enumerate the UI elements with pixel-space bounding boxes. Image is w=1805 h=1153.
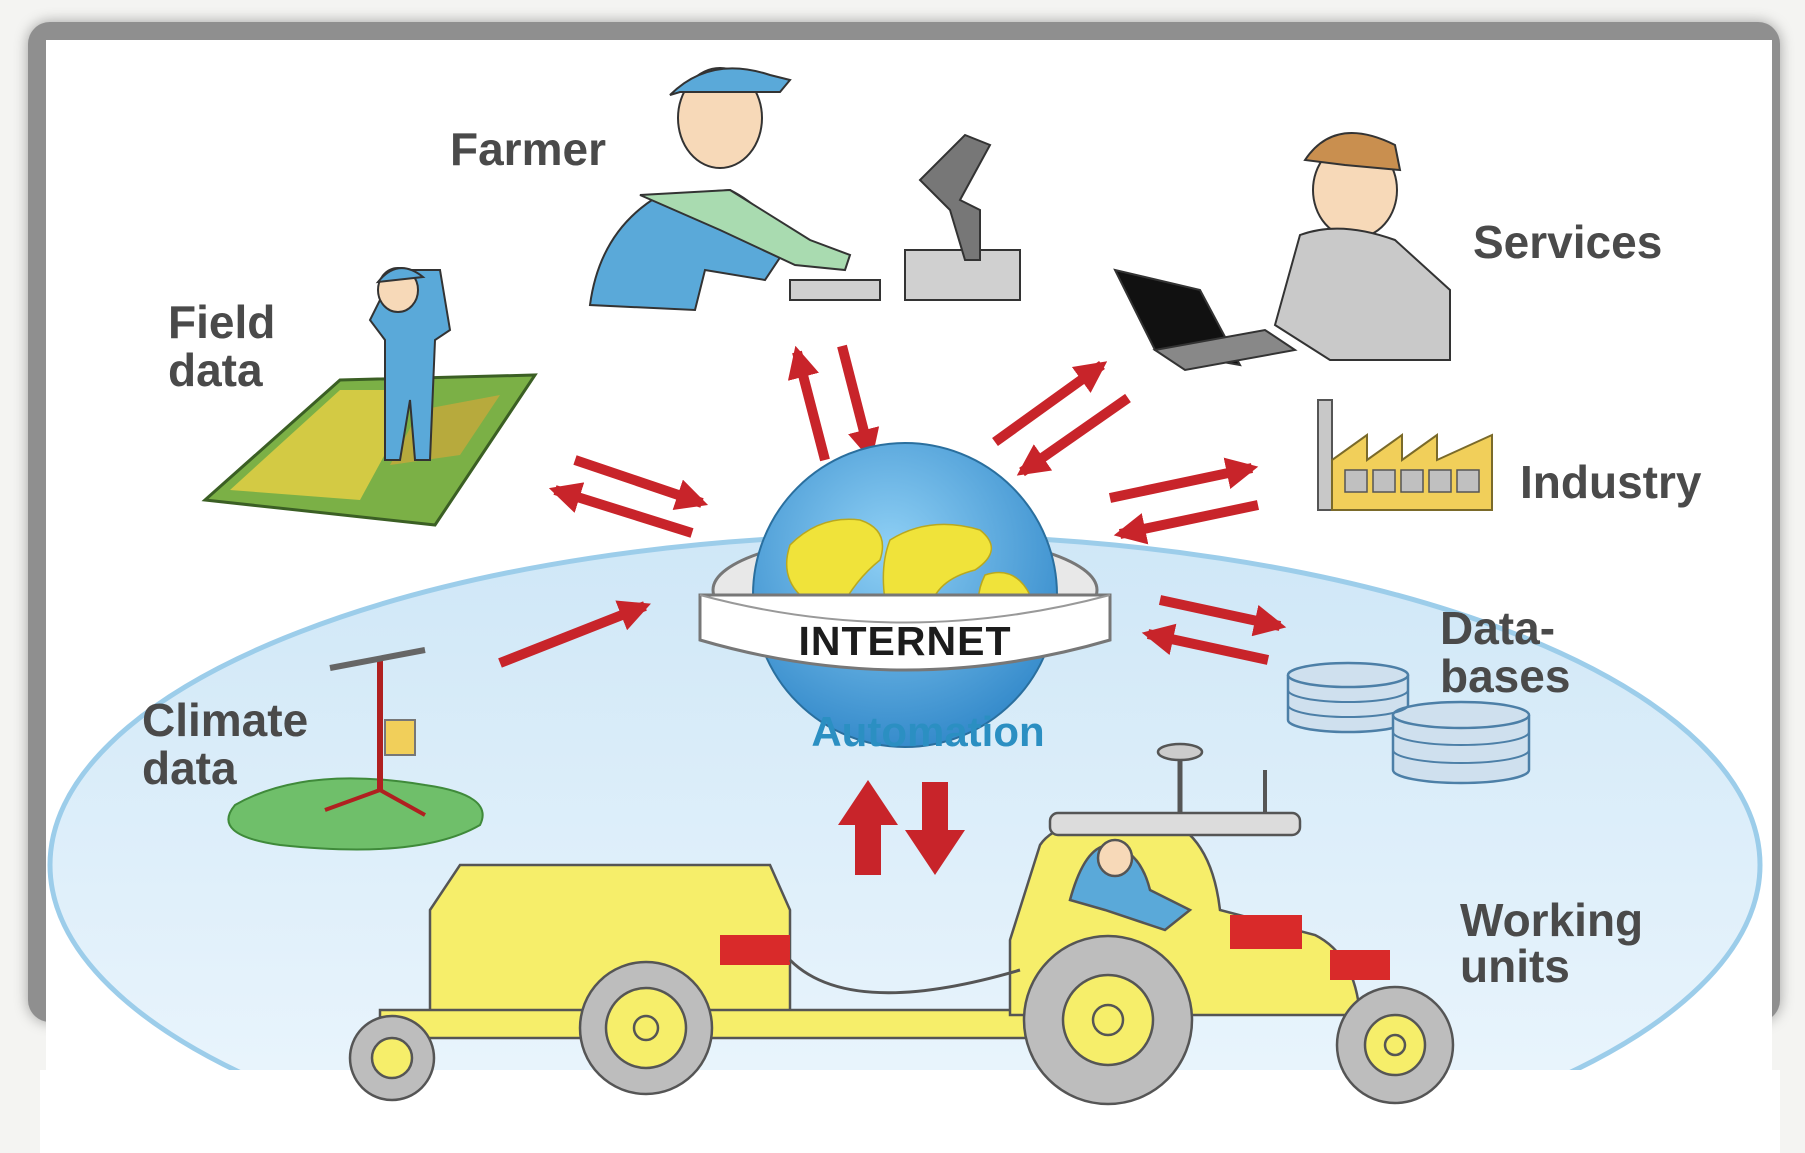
- internet-label: INTERNET: [799, 618, 1012, 664]
- industry-label: Industry: [1520, 456, 1702, 508]
- services-laptop-icon: [1113, 132, 1451, 372]
- databases-label-1: Data-: [1440, 602, 1555, 654]
- field-data-label-2: data: [168, 344, 263, 396]
- climate-data-label-2: data: [142, 742, 237, 794]
- working-units-label-2: units: [1460, 940, 1570, 992]
- weather-station-icon: [227, 647, 484, 851]
- automation-label: Automation: [811, 708, 1044, 755]
- working-units-label-1: Working: [1460, 894, 1643, 946]
- climate-data-label-1: Climate: [142, 694, 308, 746]
- automation-arrows: [838, 780, 965, 875]
- field-worker-icon: [201, 267, 538, 527]
- services-label: Services: [1473, 216, 1662, 268]
- farmer-computer-icon: [588, 67, 1021, 312]
- databases-label-2: bases: [1440, 650, 1570, 702]
- tractor-icon: [348, 742, 1455, 1106]
- database-stack-icon: [1286, 661, 1531, 785]
- globe-icon: [698, 442, 1112, 748]
- factory-icon: [1317, 399, 1493, 511]
- farmer-label: Farmer: [450, 123, 606, 175]
- zone-clip: [40, 1070, 1780, 1153]
- connection-arrows: [498, 344, 1287, 668]
- field-data-label-1: Field: [168, 296, 275, 348]
